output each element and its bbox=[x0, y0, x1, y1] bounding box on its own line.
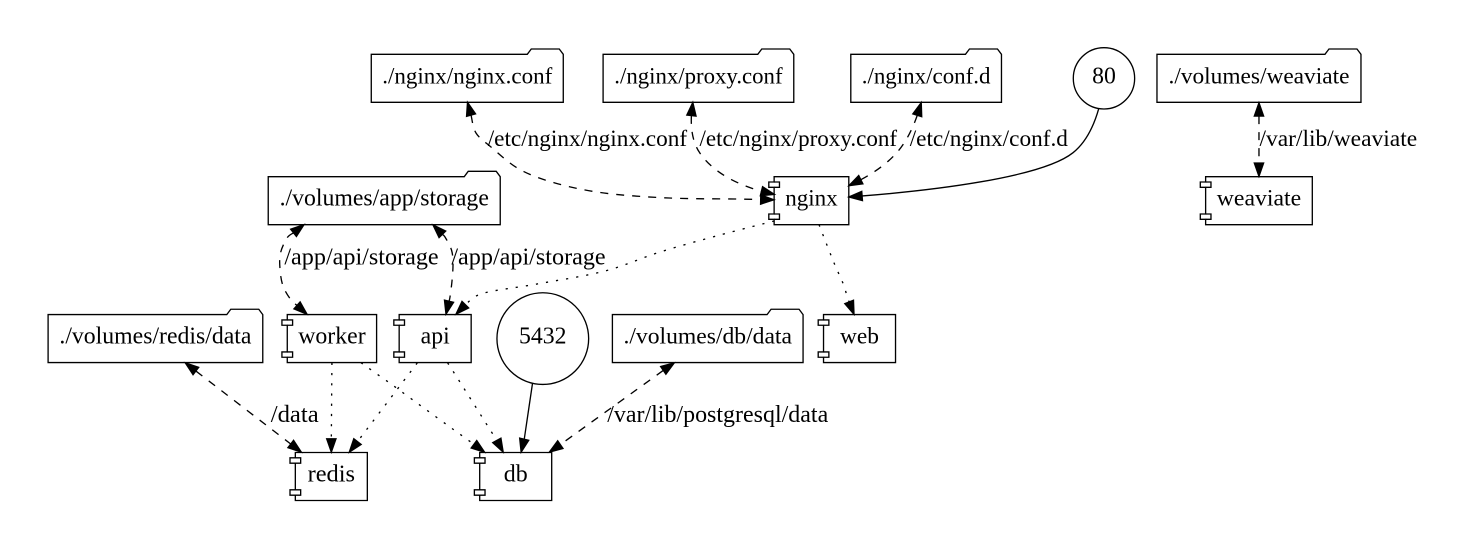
svg-text:/etc/nginx/nginx.conf: /etc/nginx/nginx.conf bbox=[488, 126, 688, 152]
svg-text:db: db bbox=[504, 461, 528, 487]
svg-text:80: 80 bbox=[1092, 63, 1116, 89]
svg-text:api: api bbox=[421, 324, 450, 350]
svg-text:./nginx/nginx.conf: ./nginx/nginx.conf bbox=[382, 62, 552, 88]
svg-text:redis: redis bbox=[308, 460, 355, 487]
svg-text:weaviate: weaviate bbox=[1217, 186, 1301, 212]
svg-text:/var/lib/weaviate: /var/lib/weaviate bbox=[1259, 126, 1417, 152]
svg-text:/var/lib/postgresql/data: /var/lib/postgresql/data bbox=[607, 402, 828, 428]
svg-text:nginx: nginx bbox=[785, 185, 838, 211]
svg-text:web: web bbox=[840, 324, 879, 350]
svg-text:/data: /data bbox=[271, 401, 319, 428]
svg-text:./nginx/proxy.conf: ./nginx/proxy.conf bbox=[614, 63, 783, 88]
svg-text:./nginx/conf.d: ./nginx/conf.d bbox=[862, 63, 991, 88]
svg-text:./volumes/redis/data: ./volumes/redis/data bbox=[59, 324, 252, 350]
svg-text:/app/api/storage: /app/api/storage bbox=[451, 244, 605, 271]
svg-text:/app/api/storage: /app/api/storage bbox=[284, 244, 438, 271]
svg-text:/etc/nginx/conf.d: /etc/nginx/conf.d bbox=[910, 126, 1069, 152]
svg-text:./volumes/db/data: ./volumes/db/data bbox=[623, 324, 792, 350]
svg-text:worker: worker bbox=[298, 324, 365, 350]
svg-text:./volumes/app/storage: ./volumes/app/storage bbox=[280, 186, 489, 212]
svg-text:/etc/nginx/proxy.conf: /etc/nginx/proxy.conf bbox=[699, 125, 897, 151]
svg-text:5432: 5432 bbox=[519, 324, 567, 350]
svg-text:./volumes/weaviate: ./volumes/weaviate bbox=[1168, 63, 1349, 89]
